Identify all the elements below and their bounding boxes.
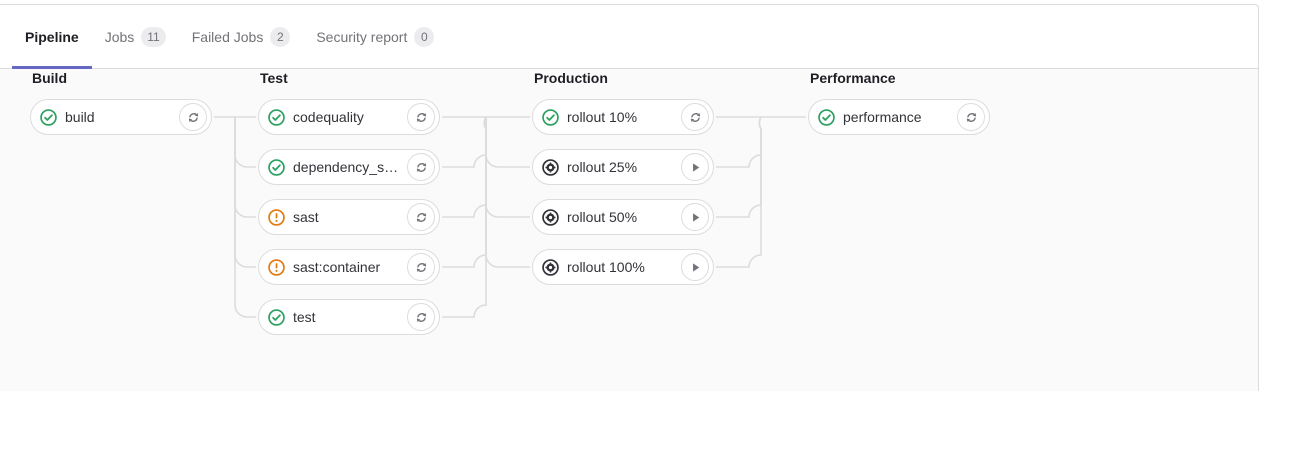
tab-pipeline[interactable]: Pipeline bbox=[12, 5, 92, 69]
retry-icon-button[interactable] bbox=[957, 103, 985, 131]
pipeline-job[interactable]: rollout 100% bbox=[532, 249, 714, 285]
job-name: codequality bbox=[293, 109, 364, 125]
job-name: build bbox=[65, 109, 95, 125]
pipeline-stage: Test codequality dependency_s…sast sast:con… bbox=[258, 69, 440, 349]
active-tab-indicator bbox=[12, 66, 92, 69]
stage-title: Production bbox=[534, 70, 608, 86]
job-name: test bbox=[293, 309, 316, 325]
stage-job-list: build bbox=[30, 99, 212, 149]
stage-job-list: performance bbox=[808, 99, 990, 149]
pipeline-card: Pipeline Jobs 11 Failed Jobs 2 Security repor… bbox=[0, 4, 1259, 391]
job-name: performance bbox=[843, 109, 922, 125]
tab-label: Pipeline bbox=[25, 28, 79, 45]
play-icon-button[interactable] bbox=[681, 203, 709, 231]
pipeline-job[interactable]: build bbox=[30, 99, 212, 135]
stage-title: Performance bbox=[810, 70, 896, 86]
tab-badge: 11 bbox=[141, 26, 166, 47]
stage-title: Test bbox=[260, 70, 288, 86]
tab-failed-jobs[interactable]: Failed Jobs 2 bbox=[179, 5, 304, 68]
pipeline-stage: Build build bbox=[30, 69, 212, 149]
tab-label: Failed Jobs bbox=[191, 28, 264, 45]
pipeline-job[interactable]: sast:container bbox=[258, 249, 440, 285]
pipeline-graph: Build build Test codequality dependency_s…sa… bbox=[0, 69, 1258, 391]
job-name: dependency_s… bbox=[293, 159, 399, 175]
tab-security-report[interactable]: Security report 0 bbox=[303, 5, 447, 68]
pipeline-edge bbox=[485, 117, 530, 168]
job-name: rollout 50% bbox=[567, 209, 638, 225]
pipeline-edge bbox=[716, 116, 762, 168]
stage-title: Build bbox=[32, 70, 67, 86]
job-name: rollout 100% bbox=[567, 259, 645, 275]
pipeline-edge bbox=[485, 117, 530, 268]
retry-icon-button[interactable] bbox=[407, 203, 435, 231]
pipeline-edge bbox=[442, 116, 487, 168]
retry-icon-button[interactable] bbox=[179, 103, 207, 131]
tab-jobs[interactable]: Jobs 11 bbox=[92, 5, 179, 68]
pipeline-edge bbox=[442, 116, 487, 218]
pipeline-job[interactable]: sast bbox=[258, 199, 440, 235]
retry-icon-button[interactable] bbox=[407, 153, 435, 181]
pipeline-edge bbox=[716, 116, 762, 218]
job-name: rollout 10% bbox=[567, 109, 638, 125]
pipeline-stage: Performance performance bbox=[808, 69, 990, 149]
pipeline-edge bbox=[716, 116, 762, 268]
pipeline-job[interactable]: dependency_s… bbox=[258, 149, 440, 185]
pipeline-job[interactable]: rollout 50% bbox=[532, 199, 714, 235]
tab-label: Security report bbox=[316, 28, 408, 45]
job-name: sast bbox=[293, 209, 319, 225]
pipeline-job[interactable]: rollout 25% bbox=[532, 149, 714, 185]
retry-icon-button[interactable] bbox=[681, 103, 709, 131]
play-icon-button[interactable] bbox=[681, 253, 709, 281]
job-name: rollout 25% bbox=[567, 159, 638, 175]
pipeline-job[interactable]: performance bbox=[808, 99, 990, 135]
pipeline-edge bbox=[234, 117, 256, 318]
pipeline-edge bbox=[234, 117, 256, 218]
stage-job-list: rollout 10% rollout 25% rollout 50% rollout… bbox=[532, 99, 714, 299]
pipeline-edge bbox=[234, 117, 256, 168]
pipeline-tabs: Pipeline Jobs 11 Failed Jobs 2 Security repor… bbox=[0, 5, 1258, 69]
tab-label: Jobs bbox=[104, 28, 135, 45]
retry-icon-button[interactable] bbox=[407, 253, 435, 281]
stage-job-list: codequality dependency_s…sast sast:contain… bbox=[258, 99, 440, 349]
pipeline-edge bbox=[234, 117, 256, 268]
pipeline-job[interactable]: test bbox=[258, 299, 440, 335]
play-icon-button[interactable] bbox=[681, 153, 709, 181]
pipeline-edge bbox=[485, 117, 530, 218]
retry-icon-button[interactable] bbox=[407, 103, 435, 131]
job-name: sast:container bbox=[293, 259, 381, 275]
retry-icon-button[interactable] bbox=[407, 303, 435, 331]
pipeline-edge bbox=[442, 116, 487, 268]
tab-badge: 2 bbox=[270, 26, 291, 47]
pipeline-edge bbox=[442, 116, 487, 318]
pipeline-job[interactable]: codequality bbox=[258, 99, 440, 135]
pipeline-job[interactable]: rollout 10% bbox=[532, 99, 714, 135]
tab-badge: 0 bbox=[414, 26, 435, 47]
